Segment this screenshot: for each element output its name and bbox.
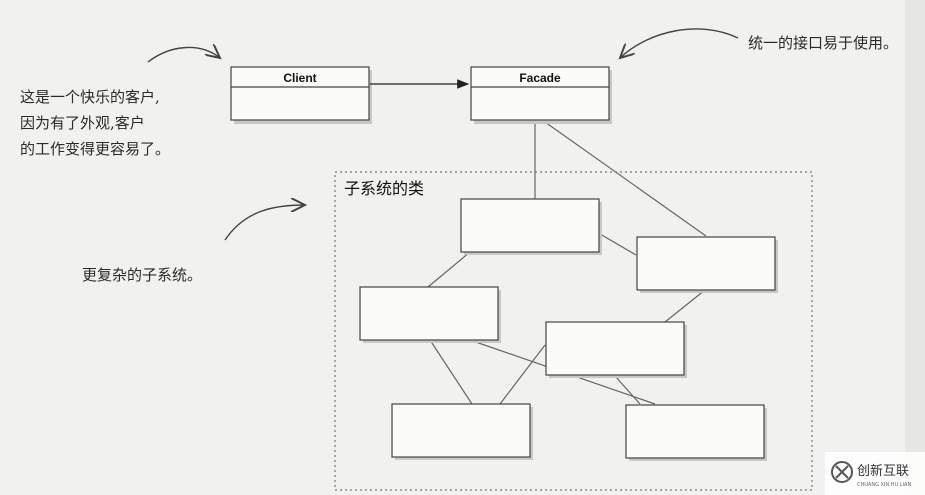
client-box xyxy=(230,66,370,121)
subsystem-note-pointer xyxy=(224,205,305,241)
facade-class: Facade xyxy=(470,66,612,124)
client-note-line-3: 的工作变得更容易了。 xyxy=(20,140,170,158)
subsystem-connections xyxy=(427,121,707,405)
logo-icon xyxy=(831,461,853,483)
facade-box xyxy=(470,66,610,121)
logo-text: 创新互联 xyxy=(857,463,909,479)
subsystem-note: 更复杂的子系统。 xyxy=(82,266,202,284)
page-edge xyxy=(905,0,925,495)
client-label: Client xyxy=(283,71,316,85)
facade-note-pointer xyxy=(620,28,739,58)
subsystem-class-4 xyxy=(545,321,687,378)
facade-note: 统一的接口易于使用。 xyxy=(748,34,898,52)
client-note: 这是一个快乐的客户, 因为有了外观,客户 的工作变得更容易了。 xyxy=(20,88,170,158)
facade-label: Facade xyxy=(519,71,561,85)
sub4-to-sub6 xyxy=(614,375,641,405)
sub2-to-sub4 xyxy=(664,289,706,323)
logo-mark xyxy=(835,465,849,479)
subsystem-class-1 xyxy=(460,198,602,255)
subsystem-class-5 xyxy=(391,403,533,460)
client-note-line-2: 因为有了外观,客户 xyxy=(20,114,145,132)
subsystem-class-6 xyxy=(625,404,767,461)
client-note-pointer xyxy=(147,47,220,63)
subsystem-container xyxy=(334,171,813,491)
client-note-line-1: 这是一个快乐的客户, xyxy=(20,88,160,106)
sub1-to-sub3 xyxy=(427,251,471,288)
subsystem-class-3 xyxy=(359,286,501,343)
subsystem-title: 子系统的类 xyxy=(344,179,424,198)
sub4-to-sub5 xyxy=(499,344,546,405)
facade-to-sub2 xyxy=(544,121,707,237)
client-class: Client xyxy=(230,66,372,124)
subsystem-class-2 xyxy=(636,236,778,293)
sub1-to-sub2 xyxy=(599,233,637,256)
watermark-logo: 创新互联 CHUANG XIN HU LIAN xyxy=(825,452,925,495)
sub3-to-sub5 xyxy=(429,339,473,405)
logo-subtext: CHUANG XIN HU LIAN xyxy=(857,482,911,488)
